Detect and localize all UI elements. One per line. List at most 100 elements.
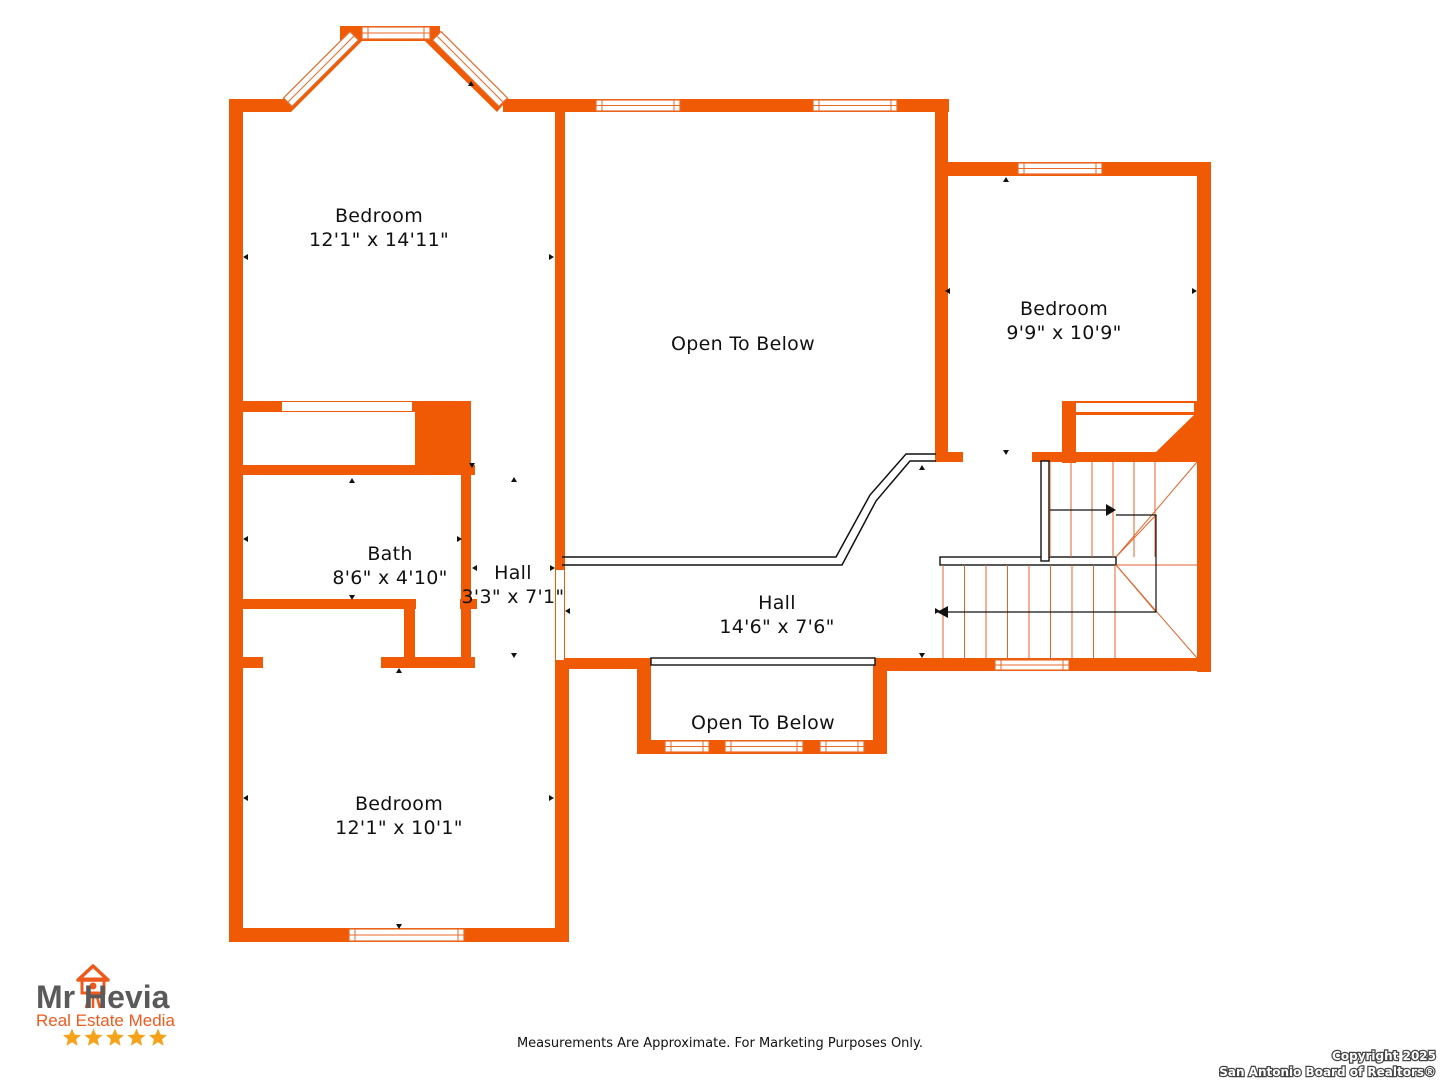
dimension-tick	[349, 478, 355, 483]
disclaimer-text: Measurements Are Approximate. For Market…	[517, 1036, 923, 1051]
dimension-tick	[396, 924, 402, 929]
room-size-bedroom-1: 12'1" x 14'11"	[309, 229, 449, 251]
star-icon	[106, 1028, 124, 1046]
dimension-tick	[511, 653, 517, 658]
door-gap	[475, 465, 555, 475]
star-icon	[63, 1028, 81, 1046]
door-gap	[475, 658, 555, 669]
copyright-line-1: Copyright 2025	[1332, 1049, 1436, 1063]
star-icon	[149, 1028, 167, 1046]
room-size-hall-large: 14'6" x 7'6"	[719, 616, 834, 638]
stair-winder	[1115, 461, 1198, 558]
house-camera-icon	[76, 964, 110, 1009]
dimension-markers	[243, 81, 1197, 929]
room-name-open-to-below-small: Open To Below	[691, 712, 835, 734]
wall-segment	[229, 657, 263, 668]
dimension-tick	[549, 254, 554, 260]
star-icon	[84, 1028, 103, 1046]
room-name-bedroom-2: Bedroom	[1020, 298, 1108, 320]
window	[595, 99, 681, 112]
wall-segment	[555, 658, 649, 669]
door-gap	[556, 570, 564, 660]
room-size-bedroom-2: 9'9" x 10'9"	[1006, 322, 1121, 344]
railings	[562, 453, 1117, 666]
wall-segment	[1032, 452, 1211, 462]
room-size-bath: 8'6" x 4'10"	[332, 567, 447, 589]
wall-segment	[555, 111, 565, 658]
dimension-tick	[243, 254, 248, 260]
dimension-tick	[550, 565, 555, 571]
logo: Mr Hevia Real Estate Media	[36, 964, 175, 1046]
dimension-tick	[472, 565, 477, 571]
dimension-tick	[919, 653, 925, 658]
wall-segment	[229, 99, 243, 942]
dimension-tick	[935, 608, 940, 614]
dimension-tick	[565, 608, 570, 614]
wall-segment	[555, 658, 569, 942]
window	[724, 740, 804, 753]
wall-segment	[460, 465, 474, 475]
door-gap	[263, 657, 381, 668]
room-name-hall-large: Hall	[758, 592, 796, 614]
room-name-bath: Bath	[367, 543, 412, 565]
stair-arrow-head	[937, 606, 948, 618]
room-name-bedroom-3: Bedroom	[355, 793, 443, 815]
wall-segment	[415, 401, 471, 475]
window	[664, 740, 710, 753]
wall-segment	[1062, 401, 1076, 463]
window-pane	[287, 35, 355, 103]
wall-segment	[404, 599, 415, 663]
rating-stars	[63, 1028, 167, 1046]
window	[812, 99, 898, 112]
room-size-bedroom-3: 12'1" x 10'1"	[335, 817, 463, 839]
room-name-open-to-below-main: Open To Below	[671, 333, 815, 355]
staircase	[937, 461, 1198, 659]
window	[282, 30, 360, 108]
window	[361, 26, 431, 40]
dimension-tick	[919, 465, 925, 470]
window	[1017, 162, 1103, 175]
dimension-tick	[1003, 177, 1009, 182]
stair-winder	[1115, 564, 1157, 613]
dimension-tick	[469, 463, 475, 468]
window	[994, 659, 1070, 671]
dimension-tick	[396, 668, 402, 673]
door-gap	[963, 452, 1032, 462]
window	[431, 30, 509, 108]
wall-segment	[229, 599, 477, 609]
stair-winder	[1115, 514, 1157, 558]
closet-opening	[282, 402, 412, 411]
stair-arrow-head	[1106, 504, 1116, 516]
dimension-tick	[549, 795, 554, 801]
door-openings	[263, 452, 1032, 669]
wall-segment	[461, 475, 471, 665]
windows	[282, 26, 1103, 942]
wall-segment	[229, 465, 476, 475]
wall-segment	[381, 657, 475, 668]
door-gap	[416, 599, 460, 609]
wall-segment	[637, 658, 651, 754]
wall-segment	[229, 99, 291, 112]
dimension-tick	[243, 795, 248, 801]
star-icon	[127, 1028, 146, 1046]
dimension-tick	[945, 288, 950, 294]
closet-opening	[1076, 403, 1194, 412]
room-labels: Bedroom 12'1" x 14'11" Open To Below Bed…	[309, 205, 1121, 839]
wall-segment	[1197, 162, 1211, 672]
window	[819, 740, 865, 753]
dimension-tick	[243, 536, 248, 542]
wall-segment	[935, 452, 963, 462]
wall-segment	[873, 658, 887, 754]
window	[348, 928, 465, 942]
dimension-tick	[349, 595, 355, 600]
room-name-hall-small: Hall	[494, 562, 532, 584]
dimension-tick	[457, 536, 462, 542]
stair-arrow-path	[943, 514, 1157, 613]
wall-corner	[1156, 412, 1197, 452]
room-size-hall-small: 3'3" x 7'1"	[462, 586, 565, 608]
room-name-bedroom-1: Bedroom	[335, 205, 423, 227]
logo-brand: Mr Hevia	[36, 979, 170, 1015]
logo-tagline: Real Estate Media	[36, 1011, 175, 1030]
